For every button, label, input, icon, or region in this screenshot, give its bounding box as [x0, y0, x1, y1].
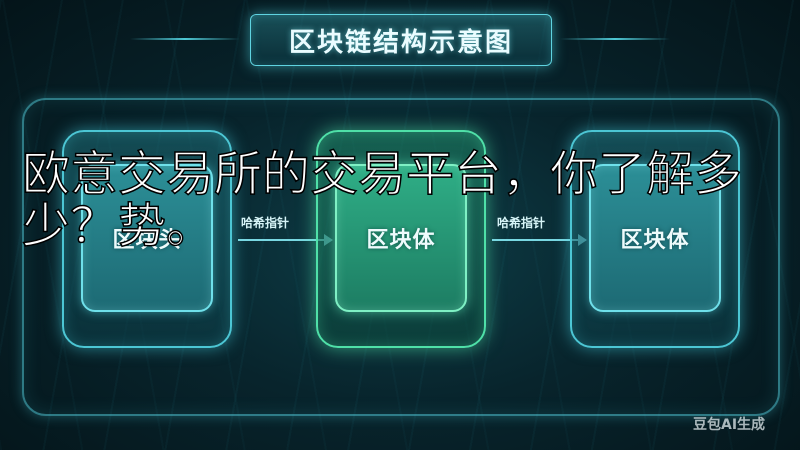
block-1-label: 区块头: [112, 228, 182, 253]
block-3: 区块体: [589, 164, 721, 312]
block-1: 区块头: [81, 164, 213, 312]
diagram-frame: [22, 98, 780, 416]
watermark: 豆包AI生成: [693, 417, 766, 433]
block-2: 区块体: [335, 164, 467, 312]
link-1-label: 哈希指针: [241, 216, 290, 230]
overlay-caption: 欧意交易所的交易平台，你了解多少？势。: [22, 148, 743, 254]
title-deco-left: [130, 38, 240, 40]
diagram-title: 区块链结构示意图: [288, 27, 513, 58]
diagram-title-bar: 区块链结构示意图: [250, 14, 552, 66]
link-2-label: 哈希指针: [497, 216, 546, 230]
block-3-label: 区块体: [620, 228, 690, 253]
title-deco-right: [560, 38, 670, 40]
block-2-label: 区块体: [366, 228, 436, 253]
